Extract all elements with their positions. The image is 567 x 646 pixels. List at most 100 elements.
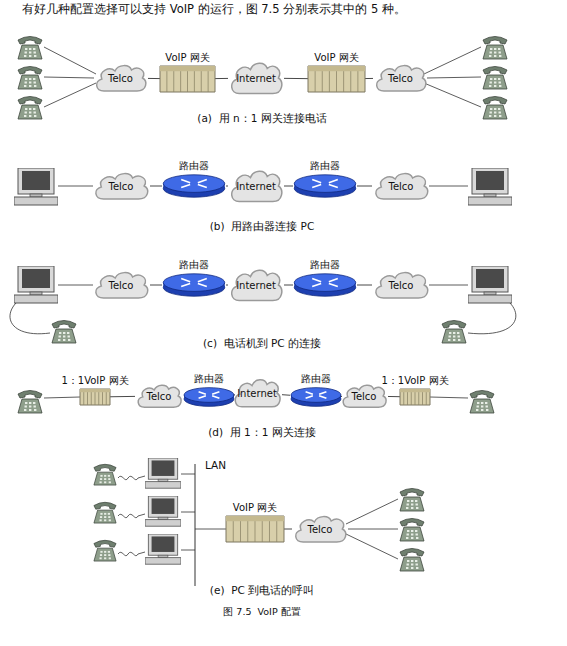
link-line (388, 396, 400, 397)
phone-cord (118, 514, 145, 518)
gateway-body (226, 516, 284, 542)
gateway-slot (233, 521, 234, 542)
network-cloud: Telco (92, 171, 150, 201)
phone-line (346, 534, 398, 559)
router-node-shape (290, 387, 342, 407)
sub-caption: (c) 电话机到 PC 的连接 (203, 337, 321, 350)
network-cloud: Telco (135, 383, 183, 409)
node-label: Internet (228, 168, 284, 204)
router-top (184, 388, 234, 403)
telephone-icon (483, 97, 507, 120)
node-label: 路由器 (301, 372, 331, 387)
gateway-slot (276, 521, 277, 542)
node-label: 1：1VoIP 网关 (381, 374, 448, 389)
phone-line (430, 397, 468, 398)
gateway-top (308, 66, 365, 71)
link-line (150, 285, 162, 286)
voip-gateway-shape (160, 66, 215, 92)
network-cloud: Telco (292, 514, 348, 544)
voip-gateway: VoIP 网关 (308, 66, 365, 92)
gateway-slot (343, 71, 344, 92)
telephone-icon (442, 321, 466, 344)
router-top (294, 175, 355, 193)
node-label: 路由器 (310, 159, 340, 174)
network-cloud: Internet (232, 377, 282, 409)
phone-line (346, 499, 398, 524)
telephone-icon (18, 97, 42, 120)
telephone-icon (94, 502, 116, 523)
pc-icon (14, 266, 58, 303)
phone-line (44, 397, 80, 398)
gateway-slot (180, 71, 181, 92)
node-label: Telco (135, 383, 183, 409)
router-top (294, 274, 355, 292)
phone-line (348, 529, 398, 530)
router-arrows (306, 392, 327, 399)
router-arrows (199, 392, 220, 399)
gateway-slot (187, 71, 188, 92)
telephone-icon (483, 67, 507, 90)
node-label: Telco (292, 514, 348, 544)
gateway-slot (173, 71, 174, 92)
router-node-shape (162, 174, 226, 198)
gateway-slot (407, 392, 408, 405)
phone-line (44, 47, 96, 74)
gateway-slot (350, 71, 351, 92)
gateway-slot (422, 392, 423, 405)
gateway-slot (329, 71, 330, 92)
link-line (284, 78, 308, 79)
gateway-slot (201, 71, 202, 92)
pc-icon (145, 458, 181, 488)
pc-line (429, 285, 468, 286)
network-cloud: Telco (372, 270, 430, 300)
link-line (284, 285, 293, 286)
voip-gateway-shape (226, 516, 284, 542)
node-label: Internet (228, 60, 284, 96)
gateway-slot (269, 521, 270, 542)
node-label: VoIP 网关 (314, 51, 358, 66)
router-node: 路由器 (183, 387, 235, 407)
gateway-slot (166, 71, 167, 92)
telephone-icon (470, 391, 494, 414)
router-node-shape (293, 174, 357, 198)
link-line (226, 285, 228, 286)
phone-line (44, 83, 96, 107)
node-label: Telco (372, 171, 430, 201)
router-node: 路由器 (290, 387, 342, 407)
gateway-slot (102, 392, 103, 405)
sub-caption: (b) 用路由器连接 PC (210, 220, 315, 233)
node-label: VoIP 网关 (165, 51, 209, 66)
phone-cord (10, 303, 50, 334)
router-top (163, 175, 224, 193)
node-label: Telco (340, 383, 388, 409)
voip-gateway-shape (400, 389, 430, 405)
gateway-slot (426, 392, 427, 405)
gateway-slot (322, 71, 323, 92)
link-line (284, 186, 293, 187)
network-cloud: Internet (228, 267, 284, 303)
pc-line (58, 285, 93, 286)
telephone-icon (400, 519, 424, 542)
gateway-body (308, 66, 365, 92)
sub-caption: (a) 用 n：1 网关连接电话 (197, 112, 326, 125)
telephone-icon (18, 67, 42, 90)
gateway-slot (91, 392, 92, 405)
telephone-icon (18, 37, 42, 60)
router-node: 路由器 (293, 174, 357, 198)
pc-icon (145, 496, 181, 526)
phone-cord (468, 303, 516, 334)
telephone-icon (483, 37, 507, 60)
router-arrows (312, 279, 338, 287)
pc-line (429, 186, 468, 187)
gateway-slot (403, 392, 404, 405)
gateway-slot (411, 392, 412, 405)
gateway-slot (83, 392, 84, 405)
network-cloud: Telco (373, 63, 428, 93)
gateway-slot (87, 392, 88, 405)
gateway-body (400, 389, 430, 405)
sub-caption: (d) 用 1：1 网关连接 (208, 426, 316, 439)
router-top (163, 274, 224, 292)
router-node: 路由器 (293, 273, 357, 297)
router-arrows (312, 180, 338, 188)
